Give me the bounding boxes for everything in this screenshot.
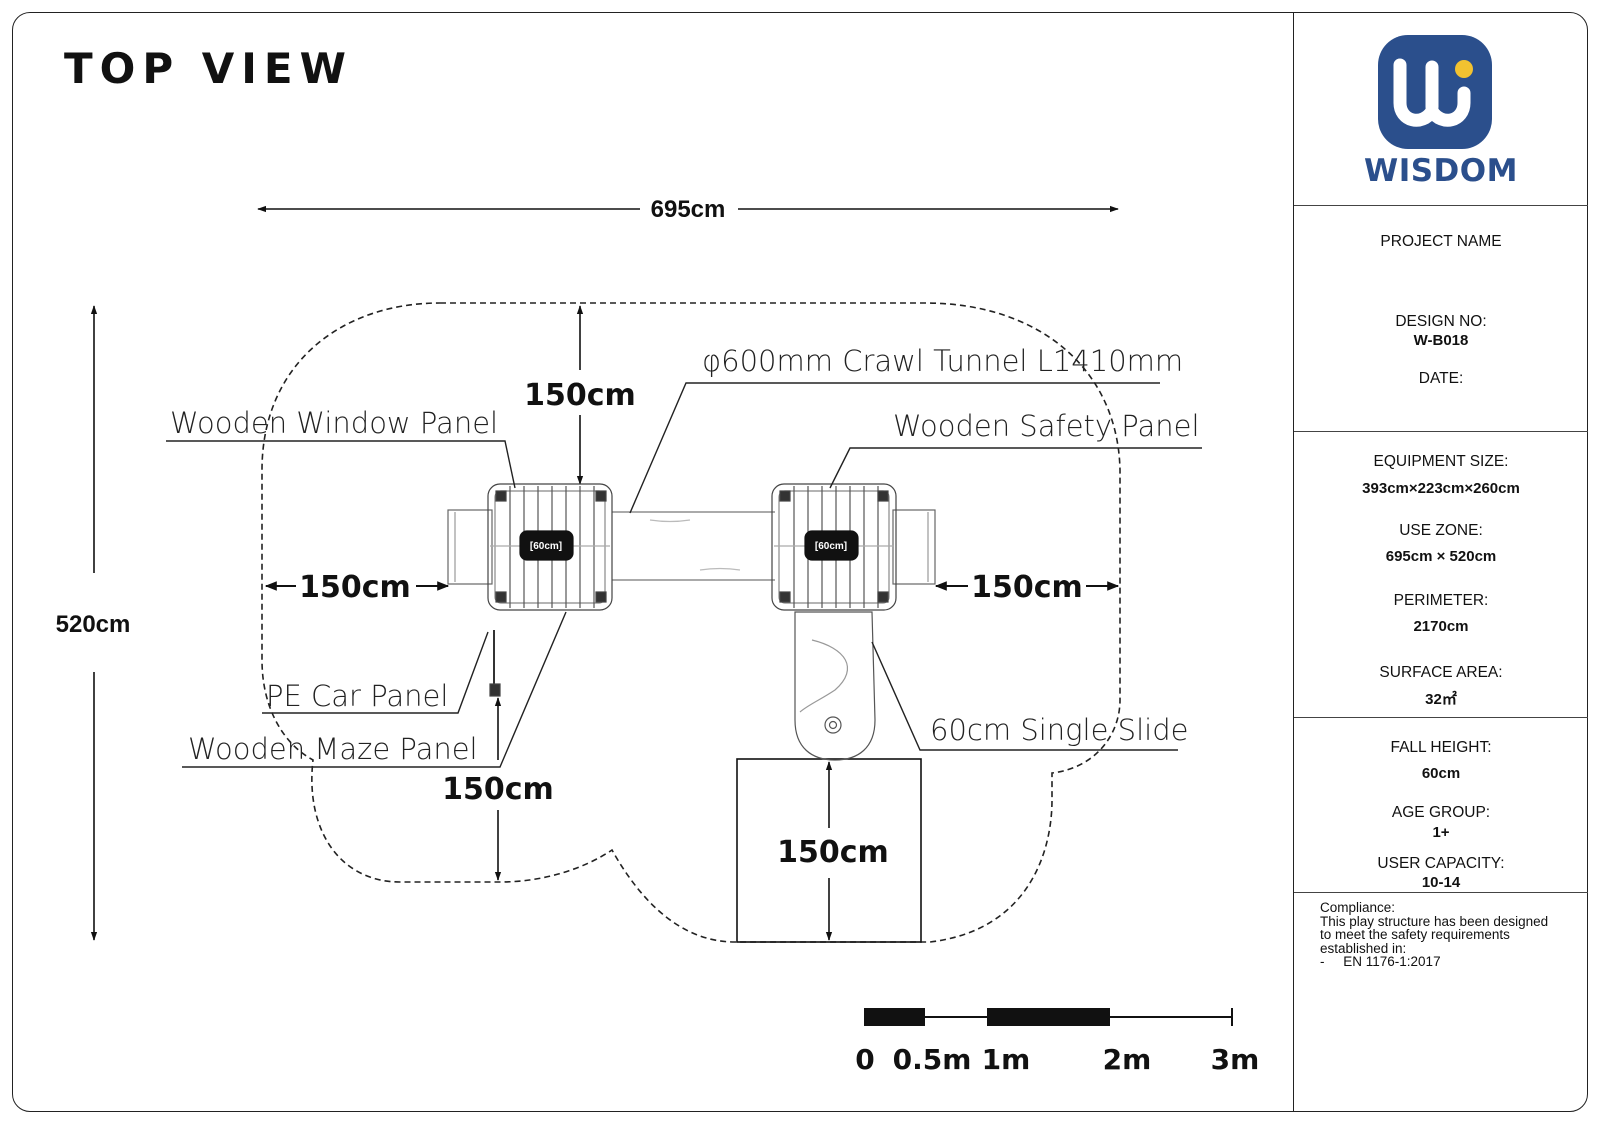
scale-label-0-5m: 0.5m: [893, 1043, 972, 1076]
equipment-size-value: 393cm×223cm×260cm: [1362, 480, 1520, 497]
equipment-section: EQUIPMENT SIZE: 393cm×223cm×260cm USE ZO…: [1294, 431, 1588, 718]
perimeter-value: 2170cm: [1413, 618, 1469, 635]
design-no-value: W-B018: [1413, 332, 1469, 349]
age-group-label: AGE GROUP:: [1391, 804, 1491, 821]
zone-right-dimension: 150cm: [934, 570, 1120, 605]
single-slide: [794, 611, 876, 761]
zone-right-label: 150cm: [971, 570, 1083, 605]
compliance-line: This play structure has been designed: [1320, 913, 1549, 929]
scale-label-0: 0: [855, 1043, 874, 1076]
drawing-sheet: [12, 12, 1588, 1112]
single-slide-label: 60cm Single Slide: [930, 713, 1188, 747]
scale-label-1m: 1m: [982, 1043, 1031, 1076]
equipment-size-label: EQUIPMENT SIZE:: [1373, 453, 1509, 470]
brand-name: WISDOM: [1364, 153, 1518, 189]
zone-bottom-dimension: 150cm: [442, 697, 554, 881]
crawl-tunnel-label: φ600mm Crawl Tunnel L1410mm: [702, 344, 1183, 378]
design-no-label: DESIGN NO:: [1395, 313, 1487, 330]
fall-height-label: FALL HEIGHT:: [1390, 739, 1492, 756]
zone-slide-label: 150cm: [777, 835, 889, 870]
surface-area-value: 32㎡: [1425, 691, 1457, 708]
age-group-value: 1+: [1432, 824, 1450, 841]
compliance-note: Compliance: This play structure has been…: [1320, 901, 1580, 969]
compliance-line: Compliance:: [1320, 900, 1396, 915]
compliance-line: to meet the safety requirements: [1320, 927, 1510, 942]
date-label: DATE:: [1418, 370, 1464, 387]
user-capacity-label: USER CAPACITY:: [1377, 855, 1505, 872]
use-zone-value: 695cm × 520cm: [1385, 548, 1497, 565]
overall-depth-dimension: 520cm: [56, 305, 131, 941]
overall-width-label: 695cm: [651, 196, 726, 223]
zone-top-dimension: 150cm: [524, 305, 636, 485]
slide-runout-zone: 150cm: [736, 758, 922, 943]
zone-left-label: 150cm: [299, 570, 411, 605]
scale-bar: 0 0.5m 1m 2m 3m: [855, 1008, 1259, 1076]
scale-label-2m: 2m: [1103, 1043, 1152, 1076]
platform-left-height: [60cm]: [530, 541, 562, 552]
use-zone-outline: [261, 302, 1121, 943]
zone-top-label: 150cm: [524, 378, 636, 413]
scale-label-3m: 3m: [1211, 1043, 1260, 1076]
drawing-title: TOP VIEW: [64, 44, 353, 93]
user-capacity-value: 10-14: [1421, 874, 1461, 891]
project-name-label: PROJECT NAME: [1380, 233, 1502, 250]
platform-right: [771, 483, 936, 611]
zone-bottom-label: 150cm: [442, 772, 554, 807]
wooden-safety-panel-label: Wooden Safety Panel: [893, 409, 1200, 443]
zone-left-dimension: 150cm: [264, 570, 450, 605]
title-block: WISDOM PROJECT NAME DESIGN NO: W-B018 DA…: [1293, 13, 1588, 1111]
crawl-tunnel: [612, 511, 775, 581]
platform-right-height: [60cm]: [815, 541, 847, 552]
project-section: PROJECT NAME DESIGN NO: W-B018 DATE:: [1294, 205, 1588, 432]
overall-width-dimension: 695cm: [257, 196, 1119, 223]
brand-section: WISDOM: [1294, 13, 1588, 206]
wisdom-logo-icon: [1378, 35, 1492, 149]
compliance-line: - EN 1176-1:2017: [1320, 954, 1441, 969]
wooden-window-panel-label: Wooden Window Panel: [170, 406, 498, 440]
compliance-line: established in:: [1320, 940, 1407, 956]
surface-area-label: SURFACE AREA:: [1379, 664, 1503, 681]
platform-left: [447, 483, 613, 697]
top-view-drawing: 695cm 520cm 150cm 150cm 150cm 150cm 150c…: [56, 196, 1260, 1076]
wooden-maze-panel-label: Wooden Maze Panel: [188, 732, 478, 766]
use-zone-label: USE ZONE:: [1399, 522, 1483, 539]
usage-section: FALL HEIGHT: 60cm AGE GROUP: 1+ USER CAP…: [1294, 717, 1588, 893]
leader-lines: [166, 382, 1202, 768]
overall-depth-label: 520cm: [56, 611, 131, 638]
perimeter-label: PERIMETER:: [1393, 592, 1489, 609]
fall-height-value: 60cm: [1421, 765, 1461, 782]
pe-car-panel-label: PE Car Panel: [266, 679, 448, 713]
